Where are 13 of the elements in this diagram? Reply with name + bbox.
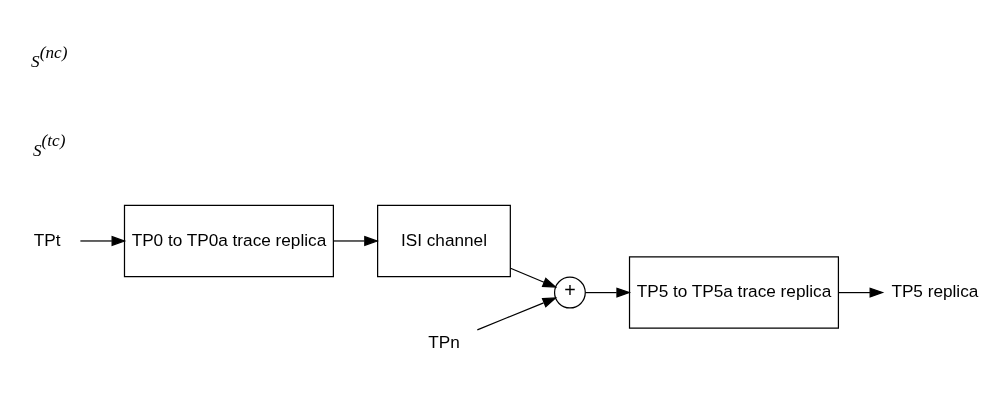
arrow bbox=[476, 297, 558, 331]
arrow bbox=[837, 287, 885, 298]
arrow bbox=[584, 287, 632, 298]
arrow bbox=[79, 235, 127, 247]
arrow bbox=[509, 267, 558, 288]
node-box: TP0 to TP0a trace replica bbox=[123, 204, 334, 278]
node-box: ISI channel bbox=[377, 204, 511, 278]
arrow bbox=[333, 235, 379, 247]
node-box: TP5 to TP5a trace replica bbox=[628, 256, 840, 329]
node-text: TPn bbox=[428, 331, 460, 352]
node-circle: + bbox=[553, 276, 586, 309]
node-text: TPt bbox=[33, 229, 61, 250]
node-text: TP5 replica bbox=[891, 281, 979, 302]
